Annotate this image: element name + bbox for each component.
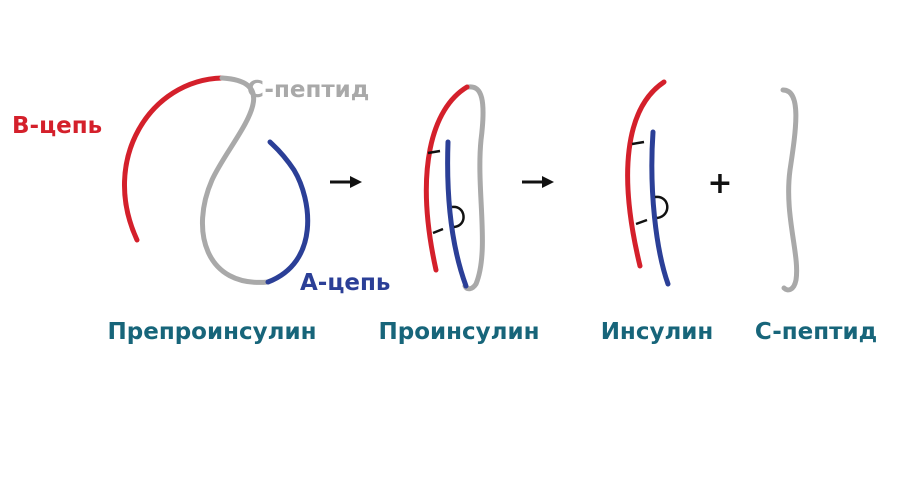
a-chain-insulin — [649, 129, 671, 287]
c-peptide-label-top: C-пептид — [247, 77, 369, 103]
c-peptide-proinsulin — [462, 84, 486, 292]
c-peptide-preproinsulin — [199, 75, 271, 285]
disulfide-bond — [427, 149, 441, 155]
arrow-right-icon — [330, 176, 362, 188]
a-chain-proinsulin — [445, 139, 469, 289]
stage-label-preproinsulin: Препроинсулин — [108, 319, 317, 345]
stage-label-c-peptide: C-пептид — [755, 319, 877, 345]
disulfide-bond — [432, 227, 444, 235]
c-peptide-free — [780, 87, 800, 293]
a-chain-preproinsulin — [265, 139, 311, 285]
stage-label-proinsulin: Проинсулин — [379, 319, 540, 345]
b-chain-proinsulin — [423, 84, 470, 273]
b-chain-insulin — [625, 79, 667, 269]
plus-sign: + — [707, 166, 732, 201]
b-chain-label: B-цепь — [12, 113, 102, 139]
intrachain-disulfide-loop — [654, 195, 669, 220]
b-chain-preproinsulin — [122, 75, 225, 243]
arrow-right-icon — [522, 176, 554, 188]
insulin-structure — [625, 79, 671, 287]
preproinsulin-structure — [122, 75, 311, 285]
stage-label-insulin: Инсулин — [601, 319, 714, 345]
disulfide-bond — [631, 140, 645, 146]
disulfide-bond — [635, 218, 648, 226]
proinsulin-structure — [423, 84, 486, 292]
intrachain-disulfide-loop — [451, 205, 465, 229]
a-chain-label: A-цепь — [300, 270, 390, 296]
